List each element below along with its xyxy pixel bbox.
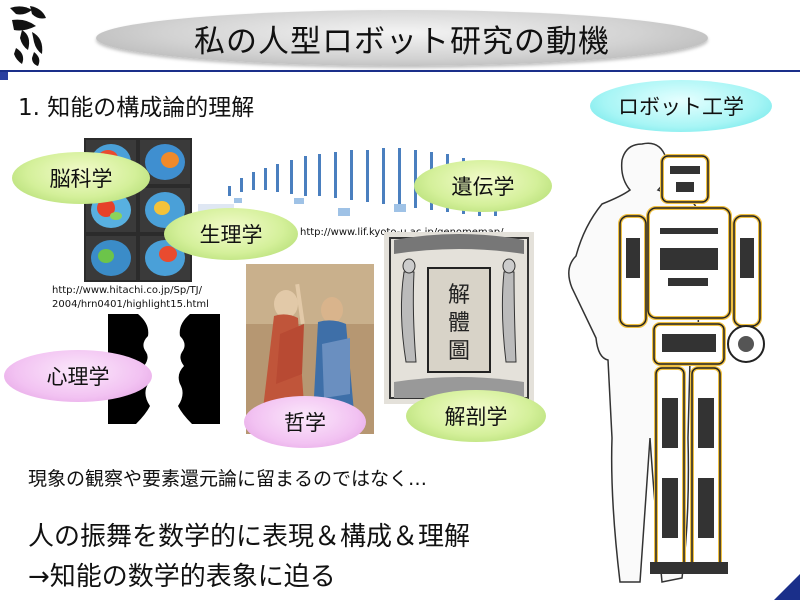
label-robotics: ロボット工学 <box>590 80 772 132</box>
header-rule <box>0 70 800 72</box>
anatomy-book-image: 解 體 圖 <box>384 232 534 404</box>
hitachi-url: http://www.hitachi.co.jp/Sp/TJ/ 2004/hrn… <box>52 284 209 311</box>
corner-mark-bottom <box>774 574 800 600</box>
corner-mark <box>0 72 8 80</box>
label-anatomy: 解剖学 <box>406 390 546 442</box>
label-genetics: 遺伝学 <box>414 160 552 212</box>
conclusion-line-1: 人の振舞を数学的に表現＆構成＆理解 <box>28 522 471 552</box>
label-philosophy: 哲学 <box>244 396 366 448</box>
conclusion-line-2: →知能の数学的表象に迫る <box>28 562 336 592</box>
label-physiology: 生理学 <box>164 208 298 260</box>
label-brain-science: 脳科学 <box>12 152 150 204</box>
calligraphy-logo-icon <box>10 6 46 66</box>
hitachi-url-line2: 2004/hrn0401/highlight15.html <box>52 298 209 310</box>
body-text: 現象の観察や要素還元論に留まるのではなく… <box>28 468 428 490</box>
hitachi-url-line1: http://www.hitachi.co.jp/Sp/TJ/ <box>52 285 202 296</box>
svg-text:解: 解 <box>448 283 470 308</box>
svg-text:圖: 圖 <box>448 339 470 364</box>
brain-scan-image <box>84 138 192 282</box>
label-psychology: 心理学 <box>4 350 152 402</box>
humanoid-robot-image <box>568 142 765 583</box>
section-heading: 1. 知能の構成論的理解 <box>18 95 255 121</box>
page-title: 私の人型ロボット研究の動機 <box>194 23 610 60</box>
title-banner <box>96 10 708 66</box>
svg-text:體: 體 <box>448 311 470 336</box>
